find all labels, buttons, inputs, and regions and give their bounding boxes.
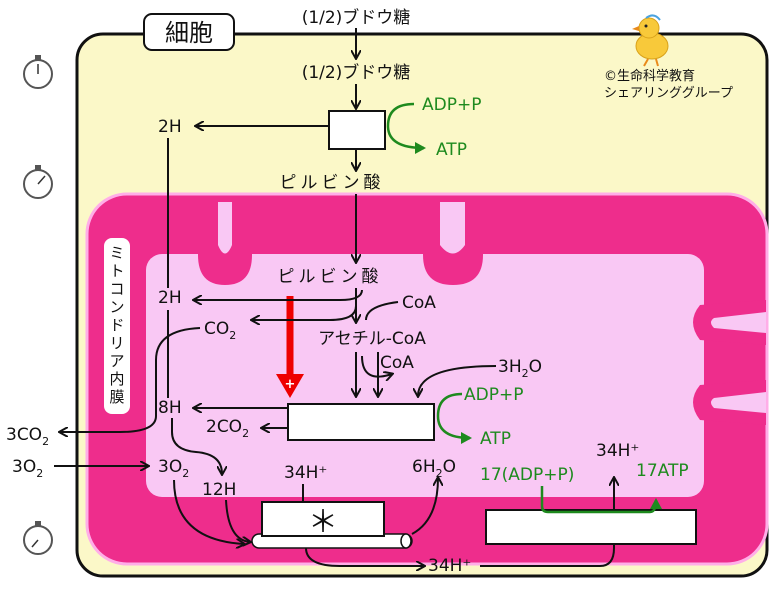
inner-membrane-label-char: ミ bbox=[109, 244, 124, 262]
hydrogen-to-12h-arrow bbox=[171, 418, 222, 474]
h34-right-label: 34H⁺ bbox=[596, 441, 639, 461]
h34-bottom-label: 34H⁺ bbox=[428, 556, 471, 576]
crista bbox=[440, 202, 465, 254]
coa-in-label: CoA bbox=[402, 293, 436, 313]
copyright-line-1: ©生命科学教育 bbox=[604, 68, 695, 84]
acetyl-coa-label: アセチル-CoA bbox=[318, 329, 426, 349]
h34-left-label: 34H⁺ bbox=[284, 463, 327, 483]
inner-membrane-label-char: ド bbox=[109, 316, 124, 334]
crista bbox=[711, 312, 766, 333]
matrix-12h-label: 12H bbox=[202, 480, 236, 500]
co2-3-outside-label: 3CO2 bbox=[6, 425, 49, 448]
o2-to-etc-arrow bbox=[173, 479, 244, 544]
inner-membrane-label-char: 膜 bbox=[109, 388, 124, 406]
h-return-arrow bbox=[480, 478, 614, 567]
tca-adp-atp-arrow bbox=[436, 392, 472, 444]
co2-2-label: 2CO2 bbox=[206, 417, 249, 440]
atp-synthase-green-arrow bbox=[540, 486, 662, 514]
inner-membrane-label-char: ン bbox=[109, 298, 124, 316]
tca-atp-label: ATP bbox=[480, 429, 511, 449]
mitochondrial-matrix bbox=[146, 254, 704, 497]
glucose-outside-label: (1/2)ブドウ糖 bbox=[302, 7, 411, 28]
glucose-inside-label: (1/2)ブドウ糖 bbox=[302, 62, 411, 83]
crista bbox=[218, 202, 232, 254]
red-arrow-head bbox=[276, 374, 304, 398]
co2-release-arrow bbox=[252, 305, 357, 320]
glycolysis-adp-label: ADP+P bbox=[422, 95, 481, 115]
co2-label: CO2 bbox=[204, 319, 236, 342]
electron-transport-star: ＊ bbox=[308, 505, 338, 540]
plus-sign: + bbox=[285, 377, 296, 392]
inner-membrane-tube-end bbox=[400, 533, 412, 549]
matrix-8h-label: 8H bbox=[158, 398, 182, 418]
inner-membrane-label-char: ア bbox=[109, 352, 124, 370]
atp-synthase-box bbox=[485, 509, 697, 545]
pyruvate-cytoplasm-label: ピルビン酸 bbox=[280, 173, 385, 193]
co2-exit-arrow bbox=[60, 327, 201, 432]
12h-to-etc-arrow bbox=[225, 499, 250, 542]
coa-release-arrow bbox=[361, 355, 392, 377]
cell-title-box bbox=[143, 13, 235, 51]
o2-3-outside-label: 3O2 bbox=[12, 457, 43, 480]
adp-17-label: 17(ADP+P) bbox=[480, 465, 574, 485]
water-in-arrow bbox=[418, 365, 497, 396]
matrix-2h-arrow bbox=[194, 289, 363, 300]
stopwatch-icon bbox=[23, 55, 53, 89]
water-in-label: 3H2O bbox=[498, 357, 542, 380]
tca-cycle-box bbox=[287, 403, 435, 441]
coa-out-label: CoA bbox=[380, 353, 414, 373]
glycolysis-box bbox=[328, 110, 386, 150]
o2-3-matrix-label: 3O2 bbox=[158, 457, 189, 480]
h-pump-arrow bbox=[305, 547, 424, 566]
chick-logo bbox=[632, 14, 669, 67]
copyright-line-2: シェアリンググループ bbox=[604, 86, 733, 101]
glycolysis-atp-label: ATP bbox=[436, 140, 467, 160]
inner-membrane-label-char: 内 bbox=[109, 370, 124, 388]
matrix-2h-label: 2H bbox=[158, 288, 182, 308]
electron-transport-box bbox=[261, 501, 385, 537]
atp-17-label: 17ATP bbox=[636, 461, 689, 481]
water-out-arrow bbox=[411, 478, 438, 535]
tca-adp-label: ADP+P bbox=[464, 385, 523, 405]
stopwatch-icon bbox=[23, 521, 53, 555]
cell-title: 細胞 bbox=[165, 19, 213, 47]
coa-in-arrow bbox=[365, 301, 399, 321]
water-out-label: 6H2O bbox=[412, 457, 456, 480]
stopwatch-icon bbox=[23, 165, 53, 199]
pyruvate-matrix-label: ピルビン酸 bbox=[278, 267, 383, 287]
glycolysis-2h-label: 2H bbox=[158, 117, 182, 137]
glycolysis-adp-atp-arrow bbox=[386, 102, 426, 154]
inner-membrane-label-char: リ bbox=[109, 334, 124, 352]
crista bbox=[711, 392, 766, 413]
inner-membrane-label-box bbox=[104, 238, 130, 414]
inner-membrane-label-char: コ bbox=[109, 280, 124, 298]
inner-membrane-label-char: ト bbox=[109, 262, 124, 280]
